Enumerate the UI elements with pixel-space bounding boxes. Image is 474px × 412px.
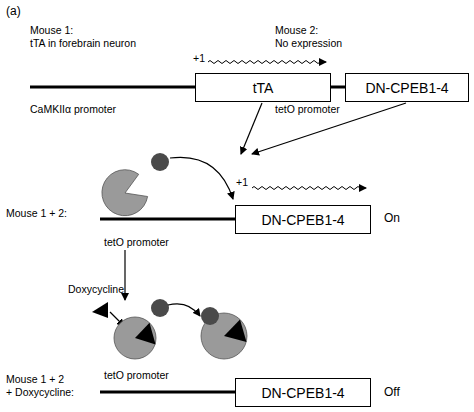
state-label: On	[384, 212, 400, 224]
promoter-label: tetO promoter	[104, 236, 169, 248]
promoter-line	[100, 391, 236, 394]
mouse-label: Mouse 1 + 2	[6, 373, 64, 385]
promoter-label: CaMKIIα promoter	[30, 103, 116, 115]
gene-name: DN-CPEB1-4	[365, 80, 448, 96]
tta-protein	[102, 170, 148, 216]
start-site: +1	[193, 52, 205, 64]
ligand-dot	[201, 307, 219, 325]
mouse-label: Mouse 1 + 2:	[6, 207, 67, 219]
doxycycline-symbol	[224, 320, 247, 343]
doxycycline-symbol	[135, 323, 156, 345]
state-label: Off	[384, 386, 400, 398]
drug-label: Doxycycline	[68, 283, 124, 295]
panel-label: (a)	[6, 5, 21, 17]
mouse-note: tTA in forebrain neuron	[30, 37, 136, 49]
cross-arrow	[252, 103, 406, 154]
promoter-line	[100, 218, 236, 221]
release-arrow	[168, 304, 200, 316]
mouse-label: Mouse 2:	[275, 24, 318, 36]
gene-box: DN-CPEB1-4	[235, 378, 371, 407]
mouse-label: + Doxycycline:	[6, 386, 74, 398]
start-site: +1	[236, 176, 248, 188]
gene-name: tTA	[253, 80, 274, 96]
transcript-arrow	[208, 61, 326, 64]
gene-name: DN-CPEB1-4	[261, 212, 344, 228]
mouse-note: No expression	[275, 37, 342, 49]
step-arrow	[124, 250, 125, 300]
promoter-label: tetO promoter	[104, 369, 169, 381]
gene-box: DN-CPEB1-4	[345, 73, 469, 102]
gene-box: DN-CPEB1-4	[235, 205, 371, 234]
ligand-dot	[151, 299, 169, 317]
gene-box: tTA	[195, 73, 331, 102]
cross-arrow	[241, 103, 262, 154]
tta-protein	[114, 317, 156, 359]
gene-name: DN-CPEB1-4	[261, 385, 344, 401]
transcript-arrow	[252, 187, 366, 190]
doxycycline-symbol	[92, 302, 108, 318]
mouse-label: Mouse 1:	[30, 24, 73, 36]
ligand-dot	[151, 153, 169, 171]
promoter-line	[30, 86, 196, 89]
promoter-label: tetO promoter	[275, 103, 340, 115]
binding-arrow	[170, 157, 233, 199]
